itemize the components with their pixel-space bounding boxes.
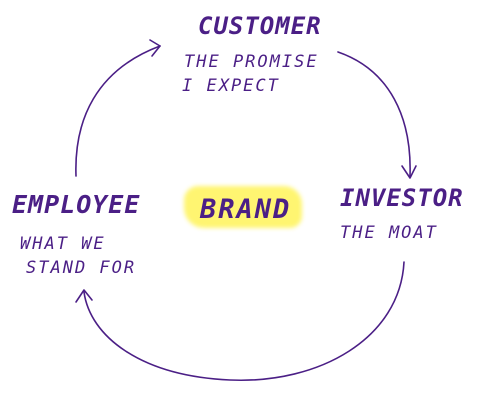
investor-title: INVESTOR [340,184,464,212]
customer-subtitle-line2: I EXPECT [182,76,280,96]
customer-title: CUSTOMER [198,12,322,40]
employee-title: EMPLOYEE [12,190,141,219]
customer-subtitle-line1: THE PROMISE [184,52,319,72]
employee-subtitle-line2: STAND FOR [26,258,137,278]
employee-subtitle-line1: WHAT WE [20,234,106,254]
arrow-investor-to-employee [83,261,405,381]
arrowhead-customer [149,39,161,57]
brand-label: BRAND [200,194,292,225]
investor-subtitle: THE MOAT [340,223,438,243]
brand-highlight [184,186,302,228]
arrow-customer-to-investor [337,51,411,177]
arrow-employee-to-customer [75,45,161,177]
arrowhead-employee [75,289,93,303]
arrowhead-investor [401,165,417,179]
brand-center: BRAND [184,186,302,228]
